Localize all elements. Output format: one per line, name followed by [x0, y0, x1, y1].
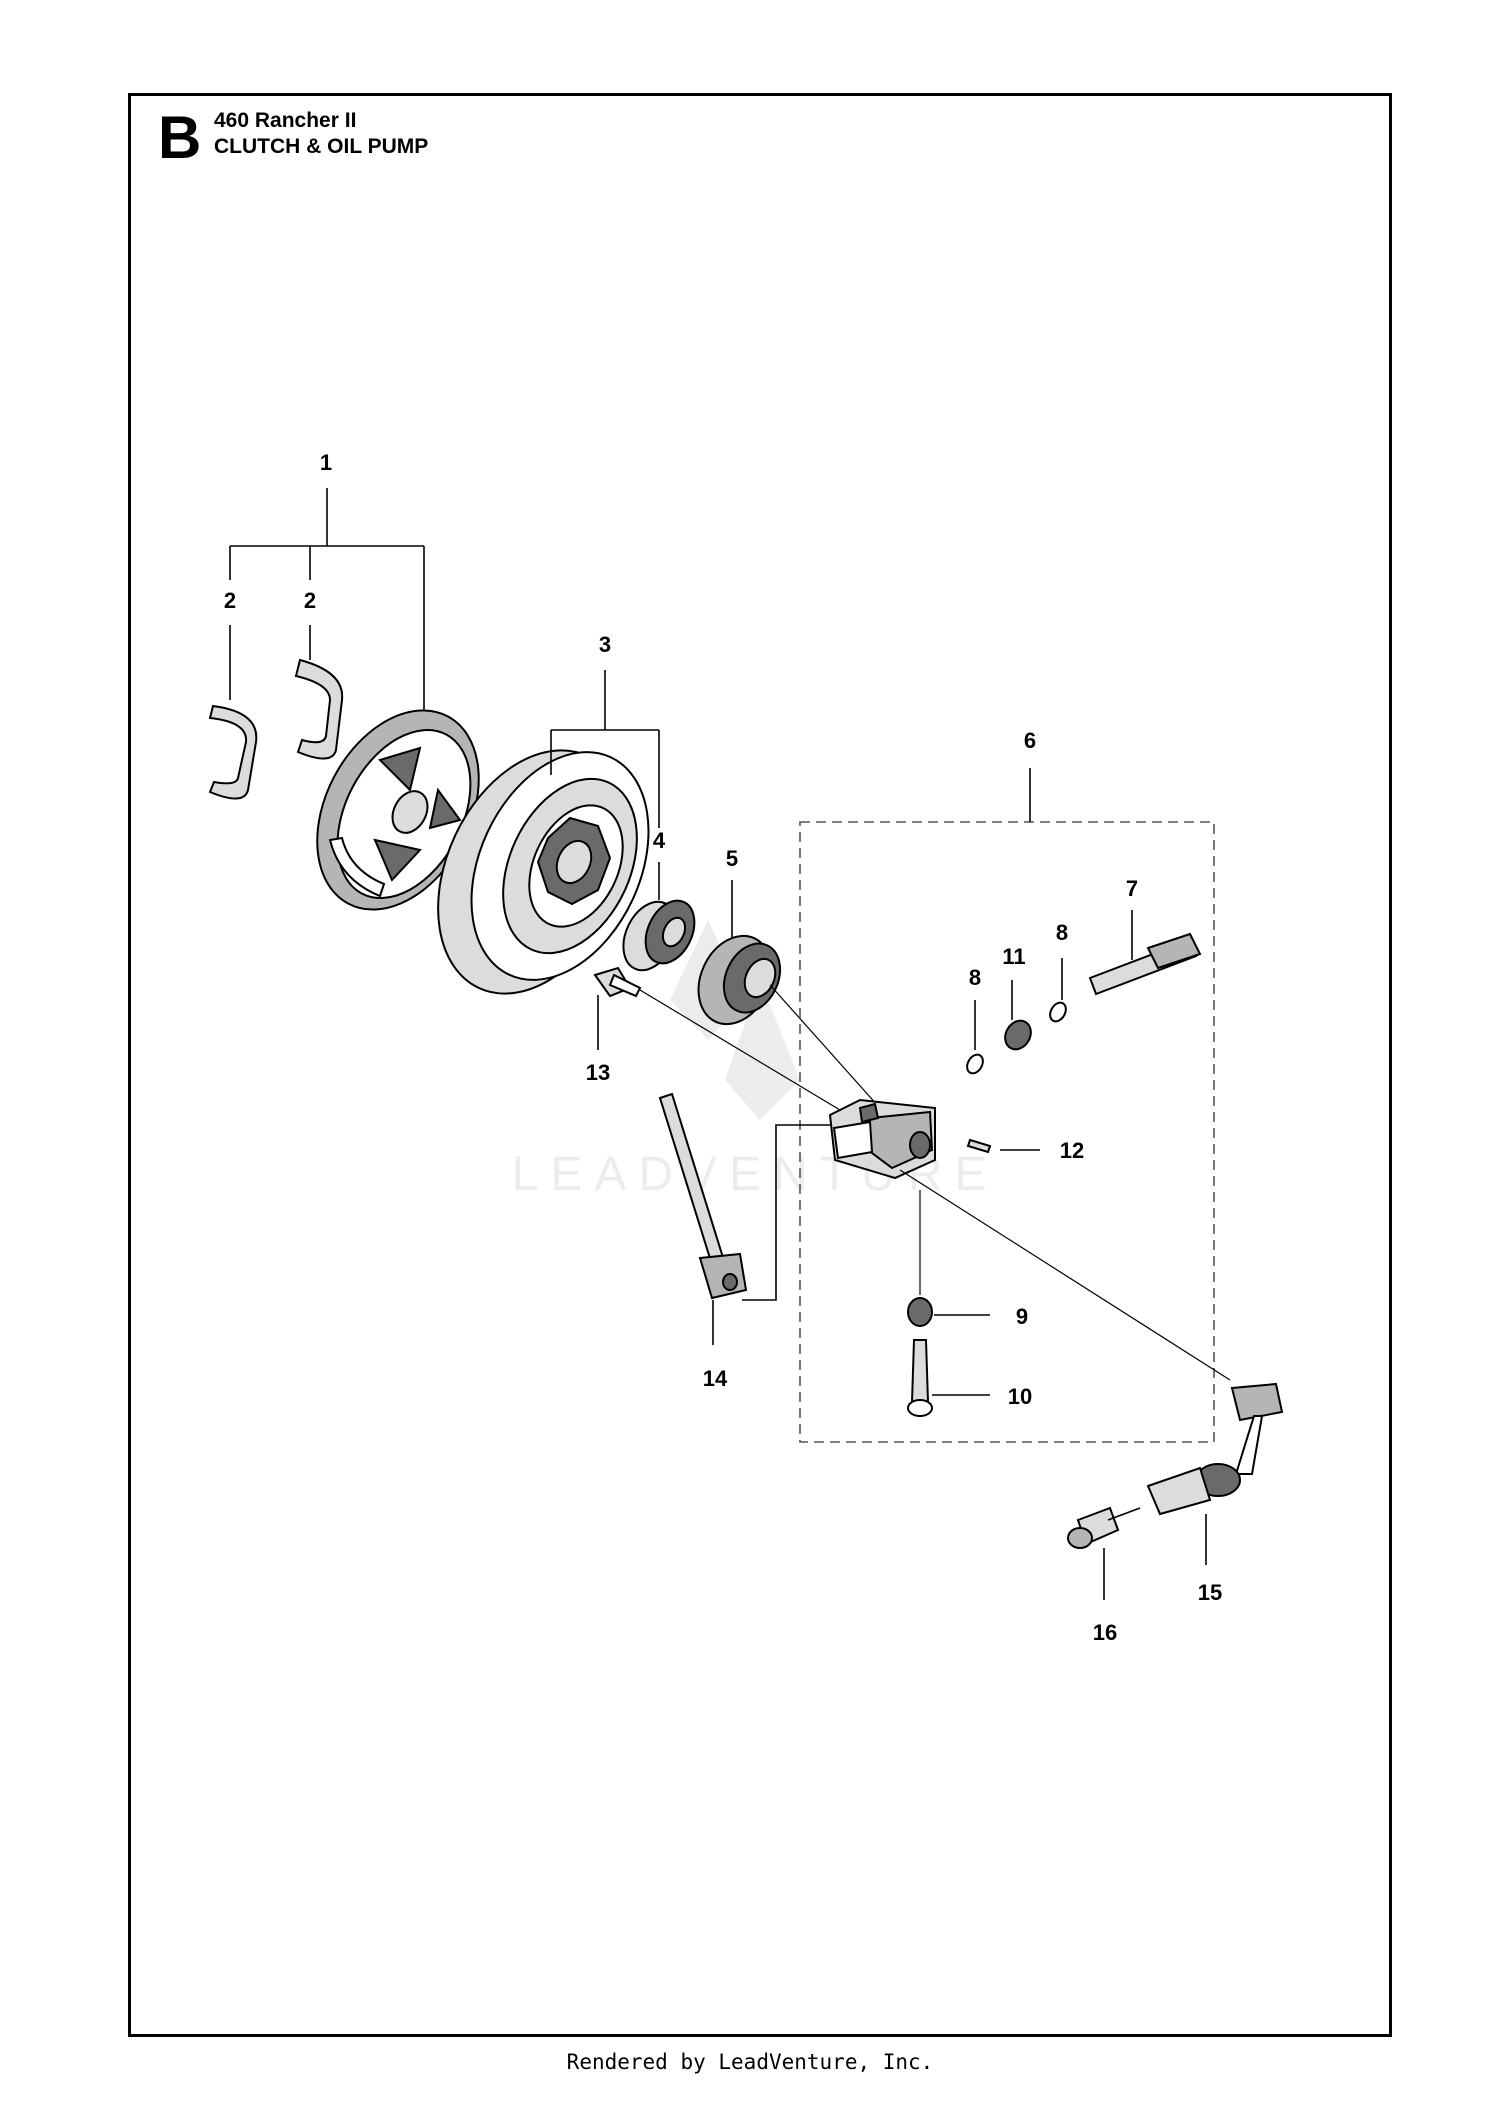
callout-7: 7 — [1126, 876, 1138, 901]
callout-15: 15 — [1198, 1580, 1222, 1605]
section-title: CLUTCH & OIL PUMP — [214, 135, 429, 158]
small-spring — [1004, 980, 1032, 1051]
model-name: 460 Rancher II — [214, 109, 357, 132]
clutch-drum — [437, 749, 650, 995]
callout-8-right: 8 — [1056, 920, 1068, 945]
callout-6: 6 — [1024, 728, 1036, 753]
o-ring-upper — [1049, 1001, 1067, 1023]
oil-pump-body — [828, 1098, 936, 1180]
pump-shaft — [1088, 910, 1202, 996]
section-letter: B — [158, 104, 202, 171]
bracket-1 — [229, 488, 425, 715]
callout-11: 11 — [1002, 944, 1025, 969]
o-ring-lower — [966, 1053, 984, 1075]
callout-1: 1 — [320, 450, 332, 475]
pin — [966, 1138, 1040, 1154]
needle-bearing — [622, 899, 696, 972]
clutch-spring-left — [208, 704, 258, 800]
callout-16: 16 — [1093, 1620, 1117, 1645]
callout-2-right: 2 — [304, 588, 316, 613]
callout-9: 9 — [1016, 1304, 1028, 1329]
bolt — [593, 966, 841, 1111]
callout-8-left: 8 — [969, 965, 981, 990]
callout-5: 5 — [726, 846, 738, 871]
drive-worm — [697, 934, 782, 1026]
adjuster-lever — [658, 1092, 830, 1345]
callout-2-left: 2 — [224, 588, 236, 613]
callout-10: 10 — [1008, 1384, 1032, 1409]
callout-14: 14 — [703, 1366, 728, 1391]
diagram-frame — [128, 93, 1392, 2037]
callout-13: 13 — [586, 1060, 610, 1085]
oil-hose — [1146, 1382, 1284, 1565]
plunger-spring — [907, 1297, 990, 1327]
clutch-spring-right — [294, 658, 344, 760]
oil-strainer — [1067, 1506, 1141, 1600]
bracket-3 — [550, 670, 660, 828]
callout-4: 4 — [653, 828, 666, 853]
footer-credit: Rendered by LeadVenture, Inc. — [566, 2050, 934, 2074]
pump-plunger — [907, 1339, 990, 1417]
oil-pump-kit-box — [799, 821, 1215, 1443]
callout-3: 3 — [599, 632, 611, 657]
callout-12: 12 — [1060, 1138, 1084, 1163]
clutch-assembly — [316, 709, 480, 911]
